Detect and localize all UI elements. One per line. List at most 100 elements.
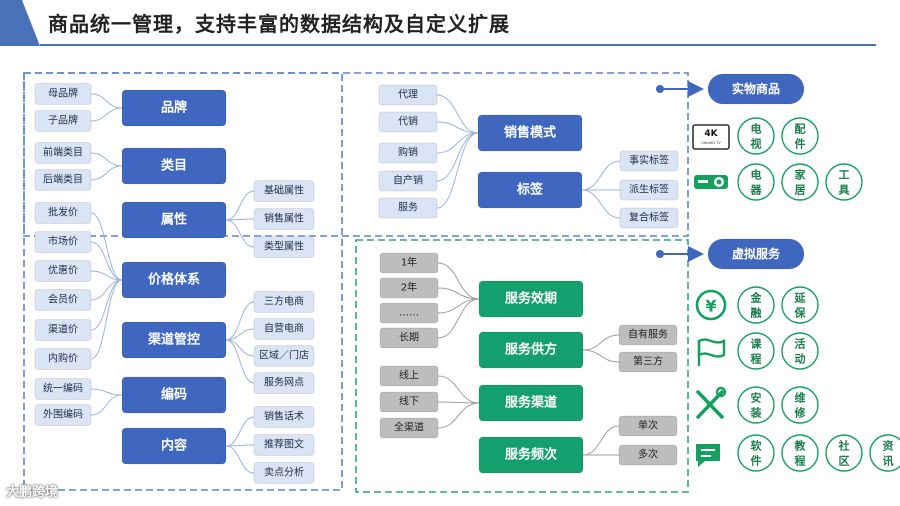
attr-leaf-node: 批发价: [34, 202, 92, 224]
service-leaf-node: 第三方: [618, 351, 678, 373]
attr-leaf-node: 渠道价: [34, 319, 92, 341]
svg-text:三方电商: 三方电商: [264, 295, 304, 308]
svg-text:安: 安: [751, 391, 762, 405]
svg-text:编码: 编码: [161, 387, 187, 403]
connector-line: [581, 189, 621, 219]
header-accent-shape: [0, 0, 40, 46]
attr-leaf-node: 内购价: [34, 348, 92, 370]
software-example-circle: 资讯: [869, 434, 900, 472]
connector-line: [90, 165, 123, 181]
attr-leaf-node: 优惠价: [34, 260, 92, 282]
connector-dot: [656, 85, 664, 93]
connector-line: [437, 298, 480, 339]
attr-leaf-node: 三方电商: [253, 291, 315, 313]
svg-text:会员价: 会员价: [48, 293, 78, 306]
service-leaf-node: 2年: [379, 277, 439, 299]
svg-text:推荐图文: 推荐图文: [264, 438, 304, 451]
connector-line: [90, 279, 123, 360]
attr-leaf-node: 销售话术: [253, 406, 315, 428]
attr-node: 编码: [121, 376, 227, 414]
svg-text:工: 工: [839, 169, 850, 182]
connector-line: [437, 298, 480, 314]
svg-text:程: 程: [795, 454, 806, 468]
svg-text:¥: ¥: [705, 297, 716, 316]
connector-line: [437, 375, 480, 404]
svg-text:价格体系: 价格体系: [148, 272, 200, 288]
sales-mode-node: 销售模式: [477, 114, 583, 152]
connector-line: [582, 425, 620, 456]
connector-line: [437, 262, 480, 300]
connector-line: [90, 212, 123, 281]
yen-coin-icon: ¥: [695, 289, 727, 321]
svg-text:4K: 4K: [704, 129, 718, 139]
svg-text:2年: 2年: [401, 281, 417, 294]
svg-text:虚拟服务: 虚拟服务: [732, 246, 781, 261]
repair-example-circle: 安装: [737, 386, 775, 424]
svg-text:卖点分析: 卖点分析: [264, 466, 304, 479]
svg-text:课: 课: [751, 337, 763, 351]
physical-region-left: [23, 72, 343, 491]
connector-line: [437, 402, 480, 429]
svg-text:居: 居: [795, 184, 806, 197]
tv-icon: 4K UltraHD TV: [692, 124, 730, 150]
attr-leaf-node: 市场价: [34, 231, 92, 253]
svg-text:类目: 类目: [161, 158, 187, 174]
connector-line: [90, 107, 123, 122]
sales-mode-leaf-node: 购销: [378, 142, 438, 164]
connector-line: [225, 219, 255, 248]
course-example-circle: 课程: [737, 332, 775, 370]
sales-mode-leaf-node: 服务: [378, 197, 438, 219]
svg-text:自有服务: 自有服务: [628, 328, 668, 341]
tv-example-circle: 配件: [781, 117, 819, 155]
svg-text:线下: 线下: [399, 395, 419, 408]
svg-text:统一编码: 统一编码: [43, 382, 83, 395]
projector-icon: [694, 175, 728, 189]
svg-text:程: 程: [751, 352, 762, 366]
svg-text:保: 保: [794, 306, 807, 320]
connector-line: [436, 132, 479, 182]
service-leaf-node: 线上: [379, 365, 439, 387]
svg-text:优惠价: 优惠价: [48, 264, 78, 277]
service-leaf-node: 1年: [379, 252, 439, 274]
attr-leaf-node: 统一编码: [34, 378, 92, 400]
svg-text:类型属性: 类型属性: [264, 240, 304, 253]
finance-example-circle: 延保: [781, 286, 819, 324]
svg-text:服务网点: 服务网点: [264, 376, 304, 389]
attr-leaf-node: 子品牌: [34, 110, 92, 132]
svg-text:金: 金: [750, 291, 763, 305]
svg-text:件: 件: [795, 137, 806, 151]
connector-line: [225, 416, 255, 447]
svg-text:销售模式: 销售模式: [504, 125, 556, 141]
appliance-example-circle: 工具: [825, 163, 863, 201]
service-leaf-node: 长期: [379, 327, 439, 349]
svg-text:渠道管控: 渠道管控: [147, 332, 200, 348]
svg-text:……: ……: [399, 308, 419, 319]
physical-goods-badge: 实物商品: [707, 73, 805, 105]
connector-line: [436, 94, 479, 134]
connector-line: [225, 339, 255, 357]
svg-text:活: 活: [795, 337, 806, 351]
svg-text:服务渠道: 服务渠道: [505, 395, 557, 411]
sales-mode-leaf-node: 自产销: [378, 170, 438, 192]
title-underline: [40, 44, 876, 46]
connector-line: [225, 301, 255, 341]
svg-text:复合标签: 复合标签: [629, 211, 669, 224]
svg-text:实物商品: 实物商品: [732, 81, 780, 96]
attr-leaf-node: 前端类目: [34, 142, 92, 164]
connector-line: [436, 132, 479, 209]
finance-example-circle: 金融: [737, 286, 775, 324]
chat-icon: [696, 444, 720, 467]
svg-text:代理: 代理: [398, 89, 418, 101]
svg-text:线上: 线上: [399, 369, 419, 382]
svg-text:UltraHD TV: UltraHD TV: [701, 141, 721, 145]
service-node: 服务频次: [478, 436, 584, 474]
course-example-circle: 活动: [781, 332, 819, 370]
attr-leaf-node: 自营电商: [253, 318, 315, 340]
svg-text:服务: 服务: [398, 201, 418, 214]
connector-line: [90, 152, 123, 167]
tv-example-circle: 电视: [737, 117, 775, 155]
svg-text:多次: 多次: [638, 448, 658, 461]
svg-text:服务频次: 服务频次: [505, 447, 557, 463]
virtual-service-badge: 虚拟服务: [707, 238, 805, 270]
svg-text:品牌: 品牌: [161, 100, 187, 116]
